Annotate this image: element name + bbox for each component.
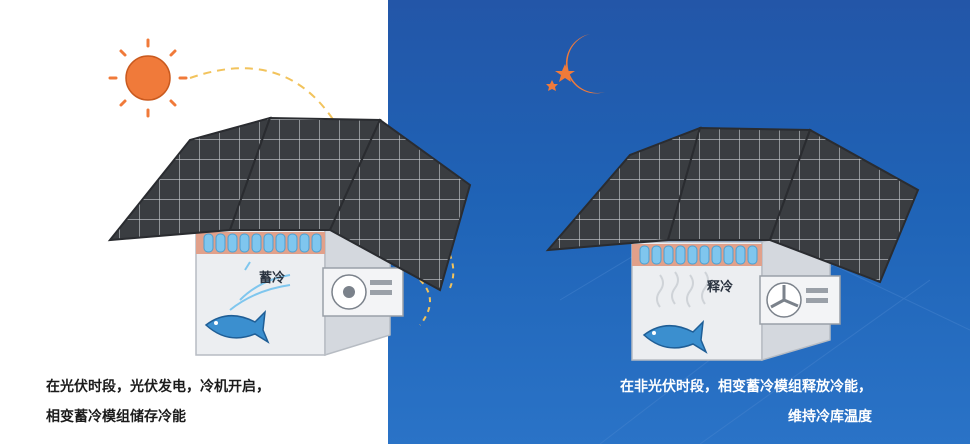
night-box-label: 释冷 xyxy=(707,280,734,295)
day-caption: 在光伏时段，光伏发电，冷机开启， 相变蓄冷模组储存冷能 xyxy=(46,372,270,432)
day-fish-icon xyxy=(204,309,270,344)
day-solar-panel xyxy=(107,116,472,292)
sun-icon xyxy=(108,38,188,118)
day-caption-line-1: 在光伏时段，光伏发电，冷机开启， xyxy=(46,379,270,395)
day-box-label: 蓄冷 xyxy=(259,271,286,286)
star-icon xyxy=(546,64,575,91)
day-caption-line-2: 相变蓄冷模组储存冷能 xyxy=(46,409,186,425)
night-caption-line-1: 在非光伏时段，相变蓄冷模组释放冷能， xyxy=(620,379,872,395)
night-solar-panel xyxy=(545,126,920,284)
night-fish-icon xyxy=(642,319,708,354)
day-condenser-unit xyxy=(322,267,404,317)
night-caption: 在非光伏时段，相变蓄冷模组释放冷能， 维持冷库温度 xyxy=(604,372,872,432)
night-caption-line-2: 维持冷库温度 xyxy=(788,409,872,425)
moon-icon xyxy=(565,34,605,94)
night-condenser-unit xyxy=(759,275,841,325)
